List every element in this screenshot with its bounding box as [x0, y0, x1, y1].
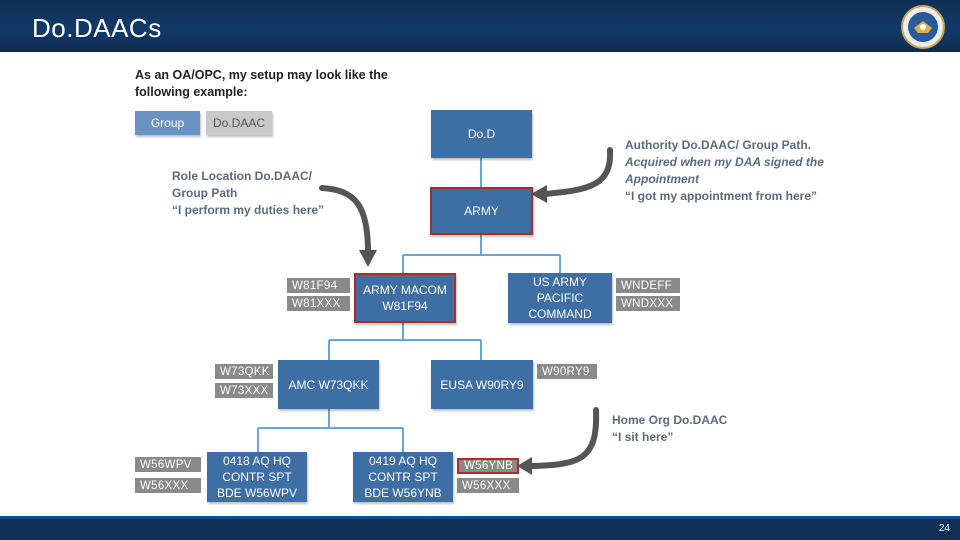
- authority-note-line-1: Authority Do.DAAC/ Group Path.: [625, 138, 811, 152]
- node-army-macom: ARMY MACOM W81F94: [354, 273, 456, 323]
- node-pacific-line-3: COMMAND: [528, 307, 592, 321]
- node-dod: Do.D: [431, 110, 532, 158]
- home-note-line-2: “I sit here”: [612, 430, 674, 444]
- node-pacific-line-2: PACIFIC: [536, 291, 584, 305]
- node-eusa: EUSA W90RY9: [431, 360, 533, 409]
- node-0419-line-3: BDE W56YNB: [364, 486, 442, 500]
- node-0418-line-3: BDE W56WPV: [216, 486, 297, 500]
- node-0418-line-1: 0418 AQ HQ: [222, 454, 292, 468]
- authority-note-line-4: “I got my appointment from here”: [625, 189, 818, 203]
- node-0419-line-2: CONTR SPT: [368, 470, 438, 484]
- curved-arrow-icon: [319, 147, 614, 469]
- role-note-line-3: “I perform my duties here”: [172, 203, 325, 217]
- tag-w56ynb: W56YNB: [457, 458, 519, 474]
- arrow-head-role: [359, 250, 377, 267]
- tag-w90ry9: W90RY9: [537, 364, 597, 379]
- node-amc: AMC W73QKK: [278, 360, 379, 409]
- node-0419-line-1: 0419 AQ HQ: [368, 454, 438, 468]
- role-location-note: Role Location Do.DAAC/ Group Path “I per…: [172, 168, 372, 219]
- node-us-army-pacific: US ARMY PACIFIC COMMAND: [508, 273, 612, 323]
- tag-w73xxx: W73XXX: [215, 383, 273, 398]
- intro-text: As an OA/OPC, my setup may look like the…: [135, 67, 405, 101]
- node-pacific-line-1: US ARMY: [532, 275, 587, 289]
- home-org-note: Home Org Do.DAAC “I sit here”: [612, 412, 772, 446]
- title-bar: Do.DAACs: [0, 0, 960, 52]
- authority-note-line-2: Acquired when my DAA signed the: [625, 155, 824, 169]
- tag-w81f94: W81F94: [287, 278, 350, 293]
- intro-line-2: following example:: [135, 85, 248, 99]
- tag-w73qkk: W73QKK: [215, 364, 273, 379]
- tag-w56xxx-left: W56XXX: [135, 478, 201, 493]
- tag-w81xxx: W81XXX: [287, 296, 350, 311]
- role-note-line-1: Role Location Do.DAAC/: [172, 169, 312, 183]
- page-title: Do.DAACs: [32, 13, 162, 43]
- node-0419-aq: 0419 AQ HQ CONTR SPT BDE W56YNB: [353, 452, 453, 502]
- tag-w56xxx-right: W56XXX: [457, 478, 519, 493]
- dod-seal-icon: [901, 5, 945, 49]
- home-note-line-1: Home Org Do.DAAC: [612, 413, 728, 427]
- node-0418-line-2: CONTR SPT: [222, 470, 292, 484]
- tag-wndxxx: WNDXXX: [616, 296, 680, 311]
- legend-group: Group: [135, 111, 200, 135]
- node-army: ARMY: [430, 187, 533, 235]
- intro-line-1: As an OA/OPC, my setup may look like the: [135, 68, 388, 82]
- tag-wndeff: WNDEFF: [616, 278, 680, 293]
- page-number: 24: [938, 523, 950, 534]
- arrow-head-home: [517, 457, 532, 475]
- footer-bar: 24: [0, 516, 960, 540]
- node-army-macom-line-1: ARMY MACOM: [363, 283, 447, 297]
- node-army-macom-line-2: W81F94: [382, 299, 428, 313]
- authority-note-line-3: Appointment: [625, 172, 699, 186]
- role-note-line-2: Group Path: [172, 186, 238, 200]
- tag-w56wpv: W56WPV: [135, 457, 201, 472]
- authority-note: Authority Do.DAAC/ Group Path. Acquired …: [625, 137, 855, 205]
- node-0418-aq: 0418 AQ HQ CONTR SPT BDE W56WPV: [207, 452, 307, 502]
- legend-dodaac: Do.DAAC: [206, 111, 272, 135]
- arrow-head-authority: [531, 185, 547, 203]
